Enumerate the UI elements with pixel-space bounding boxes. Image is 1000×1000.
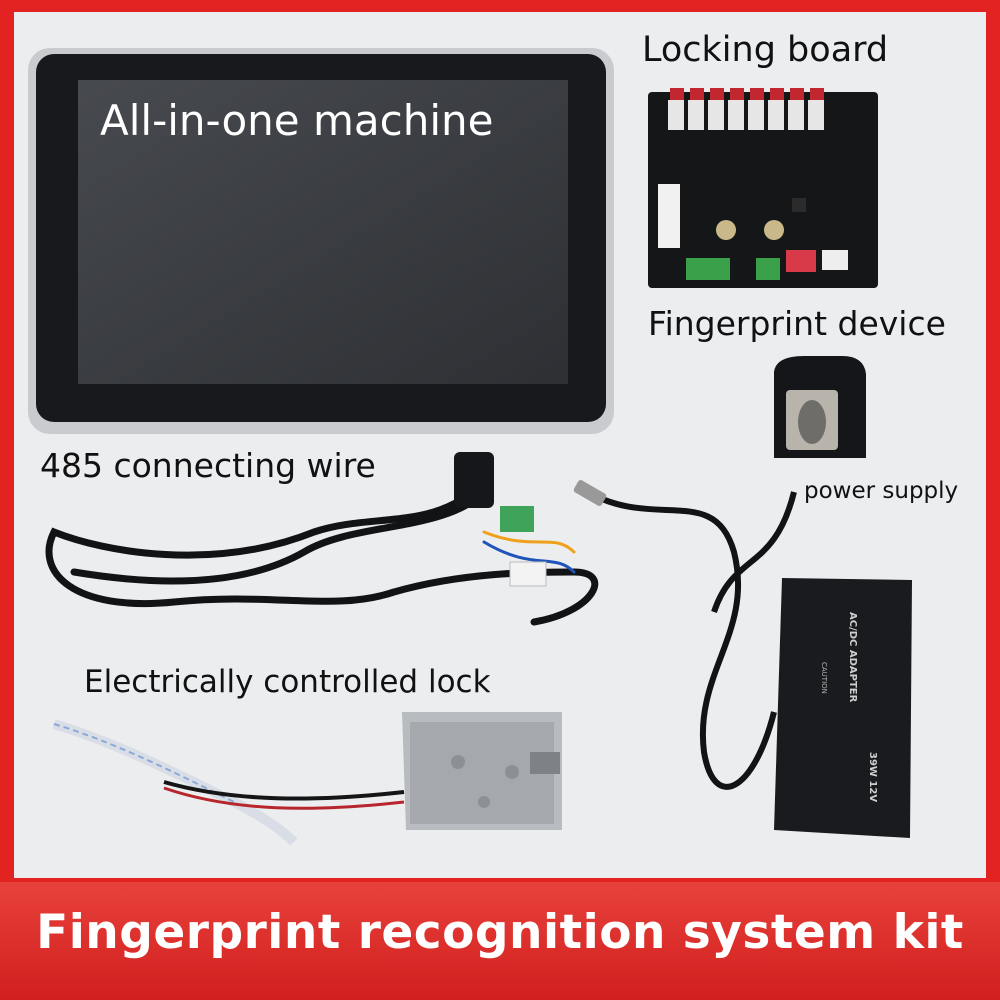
adapter-caution-text: CAUTION: [820, 662, 828, 694]
label-locking-board: Locking board: [642, 30, 889, 70]
adapter-rating-text: 39W 12V: [867, 752, 878, 802]
product-photo: AC/DC ADAPTER 39W 12V CAUTION All-in-one…: [14, 12, 986, 878]
dc-jack-connector: [454, 452, 494, 508]
adapter-brand-text: AC/DC ADAPTER: [847, 612, 858, 703]
product-illustration: AC/DC ADAPTER 39W 12V CAUTION: [28, 48, 912, 846]
label-fingerprint-device: Fingerprint device: [648, 304, 946, 343]
label-all-in-one-machine: All-in-one machine: [100, 96, 494, 145]
connecting-wire-485: [45, 478, 599, 626]
label-485-connecting-wire: 485 connecting wire: [40, 446, 376, 485]
all-in-one-machine: [28, 48, 614, 434]
fingerprint-device: [774, 356, 866, 458]
terminal-block: [500, 506, 534, 532]
label-electrically-controlled-lock: Electrically controlled lock: [84, 664, 491, 700]
label-power-supply: power supply: [804, 478, 959, 504]
title-banner: [0, 882, 1000, 1000]
electric-lock: [52, 712, 562, 846]
molex-connector: [509, 561, 547, 587]
locking-board: [648, 88, 878, 288]
power-supply: AC/DC ADAPTER 39W 12V CAUTION: [573, 480, 912, 838]
banner-title: Fingerprint recognition system kit: [36, 905, 964, 960]
